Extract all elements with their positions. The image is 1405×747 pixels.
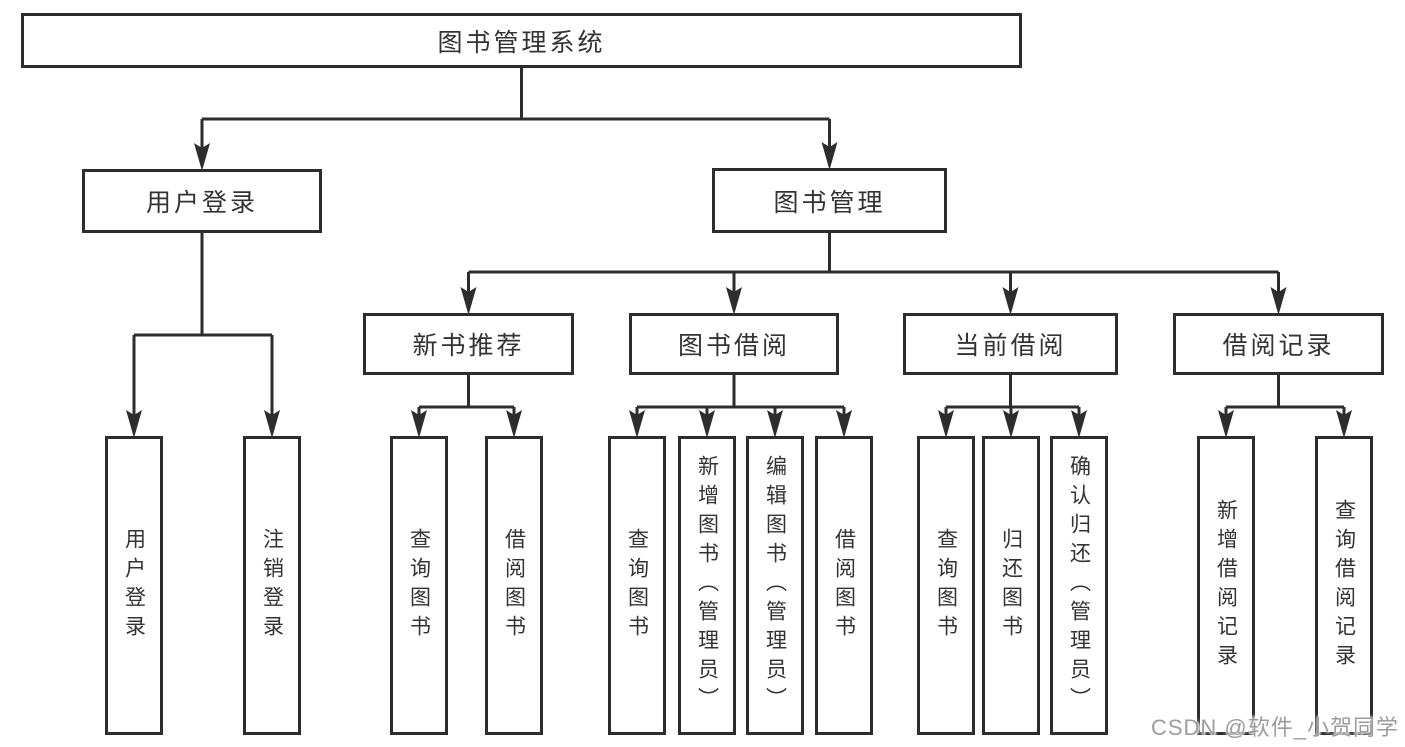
node-user-login-branch: 用户登录 <box>82 169 322 233</box>
node-cb-confirm-return: 确认归还（管理员） <box>1050 436 1108 735</box>
node-nbr-query-books: 查询图书 <box>390 436 448 735</box>
arrowhead-bb-borrow-books <box>836 410 852 438</box>
arrowhead-br-add-record <box>1218 410 1234 438</box>
node-label-book-mgmt-branch: 图书管理 <box>773 188 886 217</box>
node-leaf-user-login: 用户登录 <box>105 436 163 735</box>
connector-user-login-branch <box>132 233 274 416</box>
arrowhead-borrow-records <box>1270 287 1287 315</box>
node-label-bb-borrow-books: 借阅图书 <box>832 527 856 644</box>
node-label-borrow-records: 借阅记录 <box>1222 332 1335 360</box>
arrowhead-user-login-branch <box>194 143 210 171</box>
arrowhead-new-book-rec <box>460 287 477 315</box>
connector-new-book-rec <box>417 375 516 416</box>
node-label-cb-query-books: 查询图书 <box>934 527 958 644</box>
node-label-root: 图书管理系统 <box>437 28 606 57</box>
arrowhead-cb-confirm-return <box>1071 410 1087 438</box>
arrowhead-book-mgmt-branch <box>821 142 838 170</box>
node-bb-borrow-books: 借阅图书 <box>815 436 873 735</box>
arrowhead-bb-query-books <box>629 410 645 438</box>
node-book-borrow: 图书借阅 <box>629 313 839 375</box>
node-label-leaf-user-login: 用户登录 <box>122 527 146 644</box>
node-label-nbr-borrow-books: 借阅图书 <box>502 527 526 644</box>
node-label-cb-return-books: 归还图书 <box>999 527 1023 644</box>
node-label-nbr-query-books: 查询图书 <box>407 527 431 644</box>
connector-book-mgmt-branch <box>467 233 1280 293</box>
arrowhead-leaf-logout <box>264 410 280 438</box>
node-nbr-borrow-books: 借阅图书 <box>485 436 543 735</box>
node-label-current-borrow: 当前借阅 <box>954 332 1067 360</box>
arrowhead-bb-edit-books <box>767 410 783 438</box>
connector-borrow-records <box>1224 375 1346 416</box>
node-label-bb-edit-books: 编辑图书（管理员） <box>763 455 787 716</box>
node-br-add-record: 新增借阅记录 <box>1197 436 1255 735</box>
node-label-br-query-record: 查询借阅记录 <box>1332 498 1356 673</box>
connector-book-borrow <box>635 375 846 416</box>
connector-root <box>200 68 831 149</box>
node-borrow-records: 借阅记录 <box>1173 313 1384 375</box>
arrowhead-book-borrow <box>726 287 742 315</box>
node-bb-add-books: 新增图书（管理员） <box>678 436 736 735</box>
node-current-borrow: 当前借阅 <box>903 313 1118 375</box>
arrowhead-cb-return-books <box>1003 410 1019 438</box>
node-label-book-borrow: 图书借阅 <box>677 332 790 360</box>
node-new-book-rec: 新书推荐 <box>363 313 574 375</box>
node-bb-query-books: 查询图书 <box>608 436 666 735</box>
node-label-bb-add-books: 新增图书（管理员） <box>695 455 719 716</box>
arrowhead-cb-query-books <box>938 410 954 438</box>
node-bb-edit-books: 编辑图书（管理员） <box>746 436 804 735</box>
arrowhead-br-query-record <box>1336 410 1352 438</box>
node-label-user-login-branch: 用户登录 <box>145 189 258 217</box>
node-cb-query-books: 查询图书 <box>917 436 975 735</box>
node-br-query-record: 查询借阅记录 <box>1315 436 1373 735</box>
node-label-new-book-rec: 新书推荐 <box>412 332 525 360</box>
arrowhead-leaf-user-login <box>126 410 142 438</box>
node-leaf-logout: 注销登录 <box>243 436 301 735</box>
arrowhead-nbr-query-books <box>411 410 427 438</box>
node-label-leaf-logout: 注销登录 <box>260 527 284 644</box>
node-label-br-add-record: 新增借阅记录 <box>1214 498 1238 673</box>
node-label-bb-query-books: 查询图书 <box>625 527 649 644</box>
node-root: 图书管理系统 <box>21 13 1022 68</box>
node-label-cb-confirm-return: 确认归还（管理员） <box>1067 455 1091 716</box>
arrowhead-bb-add-books <box>699 410 715 438</box>
arrowhead-current-borrow <box>1002 287 1019 315</box>
node-book-mgmt-branch: 图书管理 <box>712 168 947 233</box>
node-cb-return-books: 归还图书 <box>982 436 1040 735</box>
arrowhead-nbr-borrow-books <box>506 410 522 438</box>
connector-current-borrow <box>944 375 1081 416</box>
csdn-watermark: CSDN @软件_小贺同学 <box>1150 715 1399 740</box>
